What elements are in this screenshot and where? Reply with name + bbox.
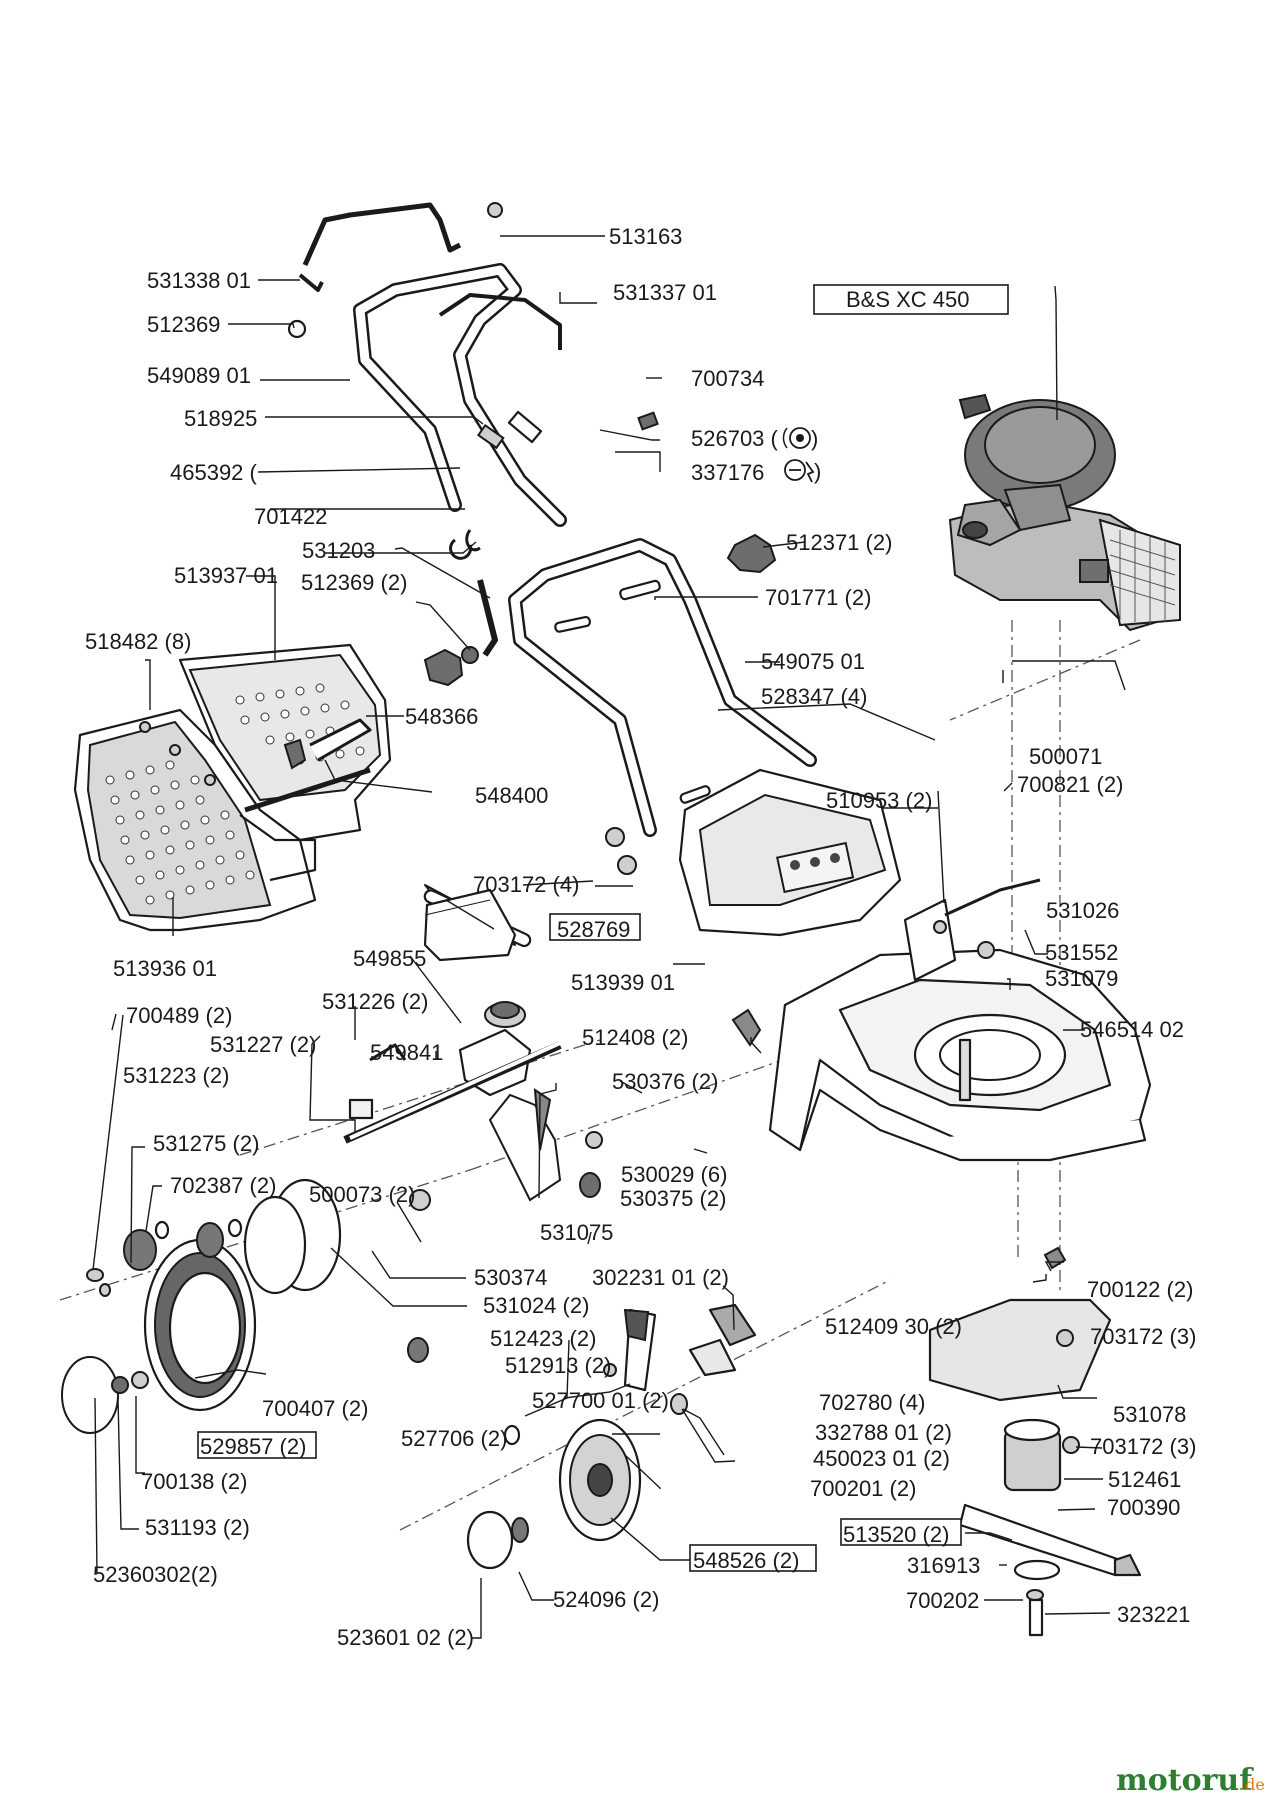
part-label: 548526 (2): [693, 1548, 799, 1573]
upper-handle-drawing: [287, 202, 659, 560]
part-label: 527700 01 (2): [532, 1388, 669, 1413]
part-label: 528347 (4): [761, 684, 867, 709]
watermark-logo: motoruf .de: [1116, 1763, 1265, 1798]
part-label: 548366: [405, 704, 478, 729]
starter-symbol-icon: ): [784, 459, 821, 484]
part-label: 316913: [907, 1553, 980, 1578]
part-label: 531026: [1046, 898, 1119, 923]
part-label: 513936 01: [113, 956, 217, 981]
part-label: 524096 (2): [553, 1587, 659, 1612]
blade-drawing: [928, 1298, 1142, 1637]
part-label: 528769: [557, 917, 630, 942]
part-label: 702387 (2): [170, 1173, 276, 1198]
part-label: 512369 (2): [301, 570, 407, 595]
part-label: 700202: [906, 1588, 979, 1613]
part-label: 531275 (2): [153, 1131, 259, 1156]
part-label: 700201 (2): [810, 1476, 916, 1501]
front-wheel-drawing: [466, 1393, 688, 1570]
part-label: 700122 (2): [1087, 1277, 1193, 1302]
part-label: 549075 01: [761, 649, 865, 674]
part-label: 323221: [1117, 1602, 1190, 1627]
rear-wheel-drawing: [61, 1178, 342, 1434]
part-label: 549841: [370, 1040, 443, 1065]
part-number-labels: 513163 531338 01 531337 01 512369 549089 01 7…: [85, 224, 1196, 1650]
part-label: 512409 30 (2): [825, 1314, 962, 1339]
part-label: 531337 01: [613, 280, 717, 305]
engine-drawing: [948, 393, 1182, 632]
label-boxes: [197, 284, 1009, 1572]
part-label: 700390: [1107, 1495, 1180, 1520]
part-label: 529857 (2): [200, 1434, 306, 1459]
watermark-brand: motoruf: [1116, 1763, 1254, 1798]
part-label: 513520 (2): [843, 1522, 949, 1547]
watermark-suffix: .de: [1240, 1775, 1265, 1794]
part-label: 531079: [1045, 966, 1118, 991]
part-label: 531078: [1113, 1402, 1186, 1427]
part-label: 52360302(2): [93, 1562, 218, 1587]
part-label: 531338 01: [147, 268, 251, 293]
part-label: 530029 (6): [621, 1162, 727, 1187]
part-label: 531223 (2): [123, 1063, 229, 1088]
part-label: 510953 (2): [826, 788, 932, 813]
part-label: 703172 (3): [1090, 1324, 1196, 1349]
part-label: 337176: [691, 460, 764, 485]
part-label: 512371 (2): [786, 530, 892, 555]
part-label: 500071: [1029, 744, 1102, 769]
part-label: 512408 (2): [582, 1025, 688, 1050]
svg-text:): ): [811, 426, 818, 451]
part-label: 530375 (2): [620, 1186, 726, 1211]
small-parts-drawing: [348, 878, 1067, 1446]
part-label: 513937 01: [174, 563, 278, 588]
part-label: 512423 (2): [490, 1326, 596, 1351]
part-label: 700407 (2): [262, 1396, 368, 1421]
part-label: 549089 01: [147, 363, 251, 388]
svg-text:): ): [814, 459, 821, 484]
part-label: 702780 (4): [819, 1390, 925, 1415]
part-label: 332788 01 (2): [815, 1420, 952, 1445]
choke-symbol-icon: ): [782, 426, 818, 451]
part-label: 531203: [302, 538, 375, 563]
part-label: 703172 (3): [1090, 1434, 1196, 1459]
part-label: 512369: [147, 312, 220, 337]
part-label: 302231 01 (2): [592, 1265, 729, 1290]
engine-model-label: B&S XC 450: [846, 287, 970, 312]
height-adjuster-drawing: [623, 1303, 757, 1392]
part-label: 465392 (: [170, 460, 258, 485]
part-label: 512913 (2): [505, 1353, 611, 1378]
part-label: 703172 (4): [473, 872, 579, 897]
part-label: 548400: [475, 783, 548, 808]
leader-lines: [92, 235, 1126, 1639]
part-label: 527706 (2): [401, 1426, 507, 1451]
part-label: 700138 (2): [141, 1469, 247, 1494]
part-label: 513163: [609, 224, 682, 249]
part-label: 531227 (2): [210, 1032, 316, 1057]
part-label: 700734: [691, 366, 764, 391]
rear-flap-drawing: [678, 768, 902, 937]
part-label: 531193 (2): [145, 1515, 250, 1540]
part-label: 530374: [474, 1265, 547, 1290]
part-label: 531024 (2): [483, 1293, 589, 1318]
part-label: 700489 (2): [126, 1003, 232, 1028]
part-label: 512461: [1108, 1467, 1181, 1492]
part-label: 500073 (2): [309, 1182, 415, 1207]
lower-handle-drawing: [423, 533, 817, 875]
part-label: 549855: [353, 946, 426, 971]
part-label: 531226 (2): [322, 989, 428, 1014]
part-label: 530376 (2): [612, 1069, 718, 1094]
part-label: 700821 (2): [1017, 772, 1123, 797]
part-label: 526703 (: [691, 426, 779, 451]
part-label: 523601 02 (2): [337, 1625, 474, 1650]
part-label: 701422: [254, 504, 327, 529]
grass-catcher-drawing: [73, 643, 392, 932]
part-label: 518925: [184, 406, 257, 431]
part-label: 701771 (2): [765, 585, 871, 610]
part-label: 513939 01: [571, 970, 675, 995]
part-label: 531552: [1045, 940, 1118, 965]
part-label: 518482 (8): [85, 629, 191, 654]
part-label: 531075: [540, 1220, 613, 1245]
part-label: 450023 01 (2): [813, 1446, 950, 1471]
part-label: 546514 02: [1080, 1017, 1184, 1042]
